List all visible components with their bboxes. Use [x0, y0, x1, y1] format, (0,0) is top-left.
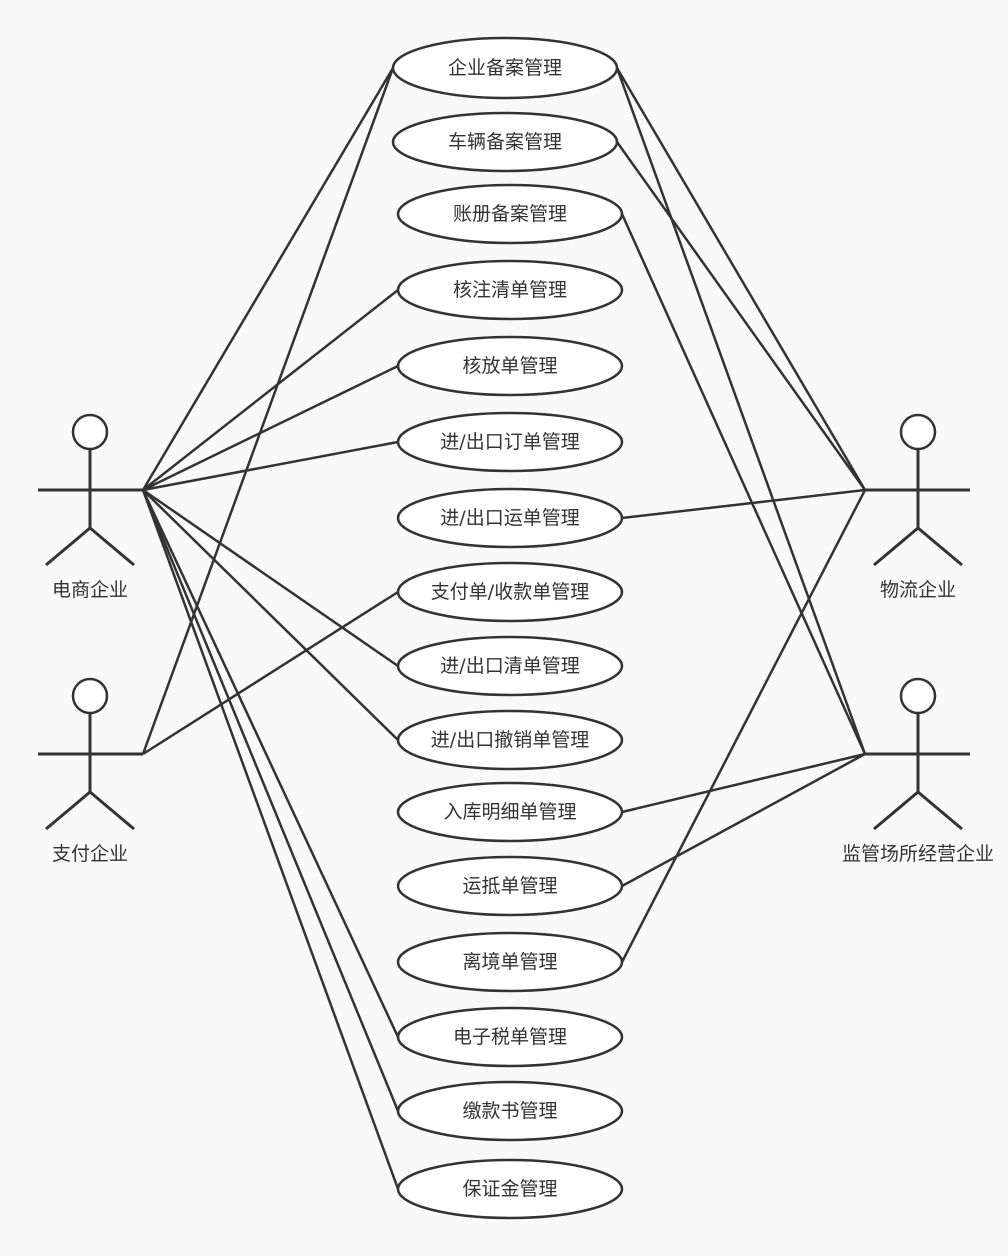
use-case-uc12[interactable]: 离境单管理 — [396, 931, 624, 993]
use-case-label: 车辆备案管理 — [448, 131, 562, 153]
use-case-ellipse[interactable] — [396, 1080, 624, 1142]
actor-right-leg-icon — [917, 790, 963, 831]
use-case-ellipse[interactable] — [396, 561, 624, 623]
association-line-supervision-uc10 — [621, 752, 866, 814]
use-case-uc14[interactable]: 缴款书管理 — [396, 1080, 624, 1142]
use-case-uc9[interactable]: 进/出口撤销单管理 — [396, 709, 624, 771]
use-case-label: 电子税单管理 — [453, 1026, 567, 1048]
actor-right-leg-icon — [89, 526, 135, 567]
use-case-ellipse[interactable] — [391, 111, 619, 173]
use-case-ellipse[interactable] — [396, 259, 624, 321]
associations — [141, 67, 867, 1190]
actor-payment[interactable]: 支付企业 — [38, 677, 143, 865]
use-case-label: 入库明细单管理 — [443, 801, 576, 823]
use-case-uc1[interactable]: 车辆备案管理 — [391, 111, 619, 173]
association-line-supervision-uc0 — [615, 67, 867, 755]
use-case-ellipse[interactable] — [396, 1158, 624, 1220]
actor-head-icon — [71, 677, 109, 715]
use-case-ellipse[interactable] — [396, 411, 624, 473]
use-case-uc11[interactable]: 运抵单管理 — [396, 855, 624, 917]
use-case-ellipse[interactable] — [396, 781, 624, 843]
use-case-label: 缴款书管理 — [462, 1100, 557, 1122]
use-case-ellipse[interactable] — [396, 487, 624, 549]
use-case-ellipse[interactable] — [396, 855, 624, 917]
association-line-logistics-uc12 — [620, 489, 867, 963]
actor-right-leg-icon — [89, 790, 135, 831]
use-case-ellipse[interactable] — [396, 335, 624, 397]
association-line-ecommerce-uc5 — [142, 440, 399, 492]
association-line-ecommerce-uc8 — [142, 488, 399, 668]
use-case-uc6[interactable]: 进/出口运单管理 — [396, 487, 624, 549]
actor-label: 监管场所经营企业 — [842, 843, 994, 865]
use-case-uc2[interactable]: 账册备案管理 — [396, 183, 624, 245]
actor-left-leg-icon — [45, 526, 91, 567]
use-case-ellipse[interactable] — [391, 36, 619, 100]
use-case-label: 进/出口订单管理 — [440, 431, 579, 453]
use-case-ellipse[interactable] — [396, 635, 624, 697]
use-case-label: 账册备案管理 — [453, 203, 567, 225]
association-line-ecommerce-uc3 — [142, 289, 399, 491]
use-case-uc15[interactable]: 保证金管理 — [396, 1158, 624, 1220]
use-case-label: 进/出口运单管理 — [440, 507, 579, 529]
association-line-payment-uc7 — [142, 590, 399, 756]
association-line-ecommerce-uc9 — [142, 489, 399, 741]
association-line-ecommerce-uc15 — [141, 489, 400, 1190]
association-line-ecommerce-uc0 — [141, 67, 395, 491]
association-line-logistics-uc0 — [615, 67, 867, 491]
use-case-ellipse[interactable] — [396, 1006, 624, 1068]
use-case-label: 核放单管理 — [462, 355, 557, 377]
use-case-uc3[interactable]: 核注清单管理 — [396, 259, 624, 321]
association-line-ecommerce-uc14 — [141, 489, 400, 1112]
use-case-label: 支付单/收款单管理 — [431, 581, 589, 603]
use-case-uc7[interactable]: 支付单/收款单管理 — [396, 561, 624, 623]
actor-head-icon — [899, 413, 937, 451]
use-case-ellipse[interactable] — [396, 931, 624, 993]
use-case-ellipse[interactable] — [396, 183, 624, 245]
use-case-uc13[interactable]: 电子税单管理 — [396, 1006, 624, 1068]
use-case-label: 进/出口清单管理 — [440, 655, 579, 677]
use-case-label: 核注清单管理 — [453, 279, 567, 301]
association-line-ecommerce-uc13 — [141, 489, 400, 1038]
actor-head-icon — [71, 413, 109, 451]
use-cases: 企业备案管理车辆备案管理账册备案管理核注清单管理核放单管理进/出口订单管理进/出… — [391, 36, 624, 1220]
use-case-uc10[interactable]: 入库明细单管理 — [396, 781, 624, 843]
actor-label: 支付企业 — [52, 843, 128, 865]
actor-left-leg-icon — [873, 526, 919, 567]
association-line-payment-uc0 — [141, 67, 395, 755]
actor-ecommerce[interactable]: 电商企业 — [38, 413, 143, 601]
actor-supervision[interactable]: 监管场所经营企业 — [842, 677, 994, 865]
actor-left-leg-icon — [45, 790, 91, 831]
actor-logistics[interactable]: 物流企业 — [865, 413, 970, 601]
association-line-logistics-uc6 — [621, 488, 866, 520]
actor-label: 物流企业 — [880, 579, 956, 601]
actor-head-icon — [899, 677, 937, 715]
use-case-uc0[interactable]: 企业备案管理 — [391, 36, 619, 100]
actor-label: 电商企业 — [52, 579, 128, 601]
use-case-label: 保证金管理 — [462, 1178, 557, 1200]
use-case-label: 运抵单管理 — [462, 875, 557, 897]
use-case-label: 企业备案管理 — [448, 57, 562, 79]
use-case-uc5[interactable]: 进/出口订单管理 — [396, 411, 624, 473]
association-line-logistics-uc1 — [615, 141, 867, 491]
use-case-label: 进/出口撤销单管理 — [431, 729, 589, 751]
association-line-supervision-uc2 — [620, 213, 867, 755]
actor-left-leg-icon — [873, 790, 919, 831]
use-case-uc8[interactable]: 进/出口清单管理 — [396, 635, 624, 697]
use-case-label: 离境单管理 — [462, 951, 557, 973]
association-line-ecommerce-uc4 — [142, 364, 399, 492]
use-case-ellipse[interactable] — [396, 709, 624, 771]
association-line-supervision-uc11 — [621, 752, 866, 888]
use-case-uc4[interactable]: 核放单管理 — [396, 335, 624, 397]
actor-right-leg-icon — [917, 526, 963, 567]
